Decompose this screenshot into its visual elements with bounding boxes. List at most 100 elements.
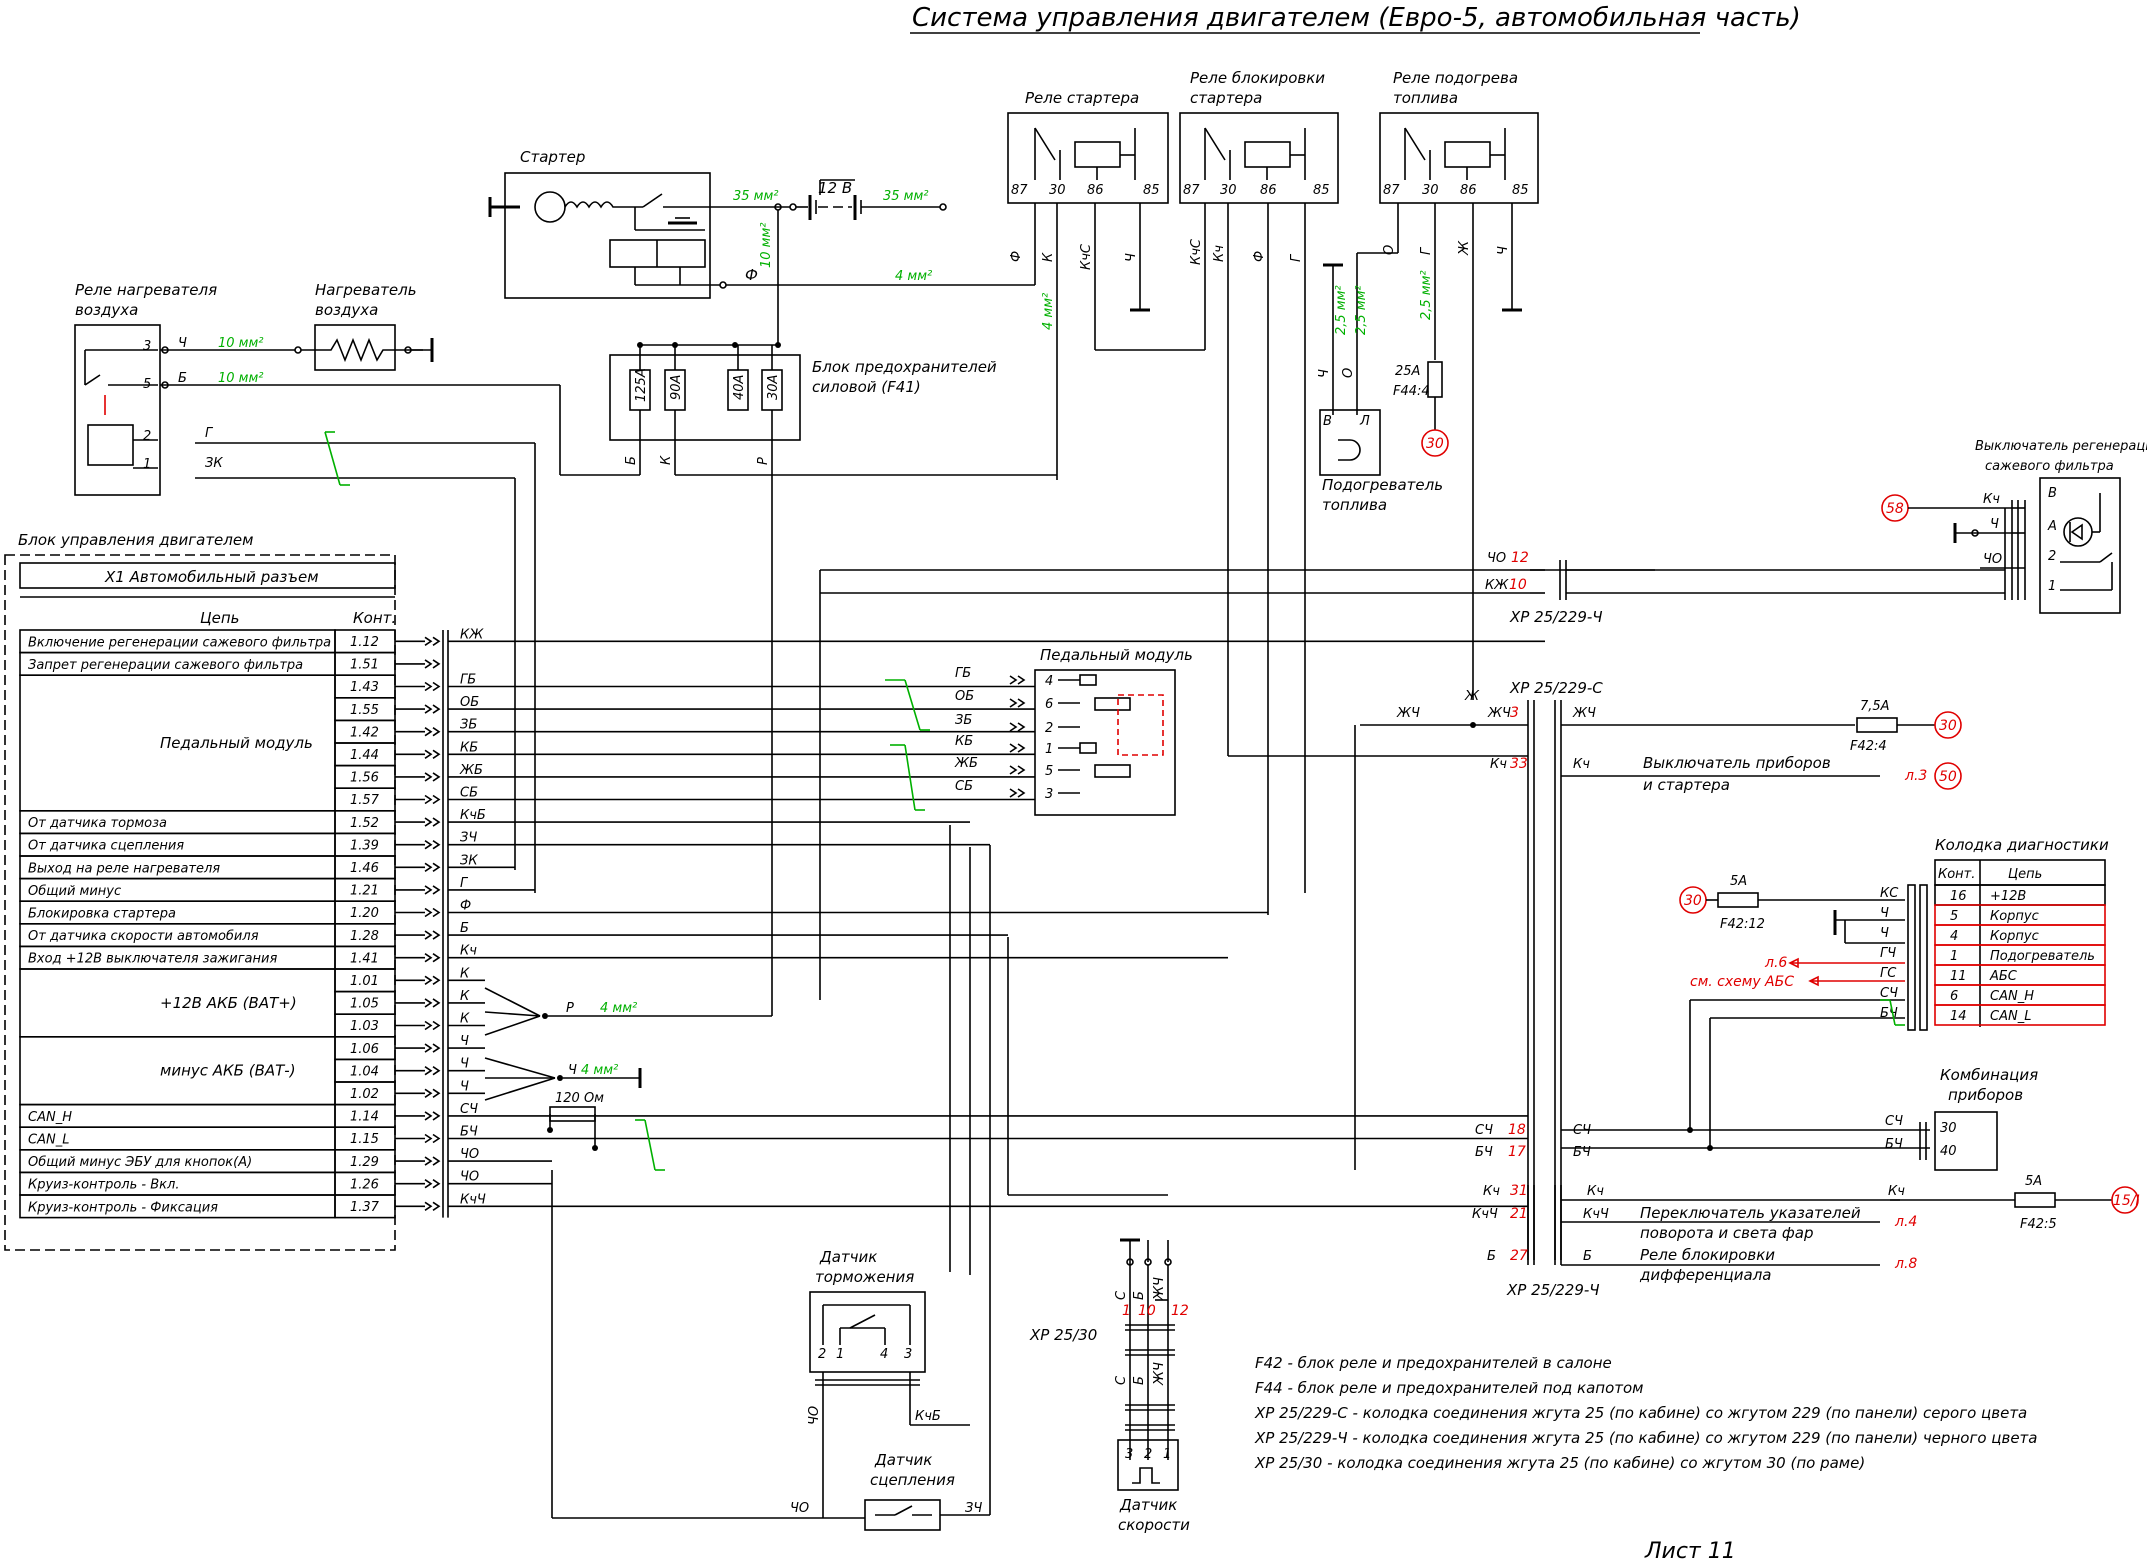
ecu-pin: 1.46 <box>350 861 379 876</box>
fuel-heater-fuse: 25А <box>1395 364 1420 379</box>
ecu-pin: 1.06 <box>350 1042 379 1057</box>
fuse-wire-b: Б <box>624 456 639 465</box>
starter-title: Стартер <box>520 148 585 166</box>
fuel-heater-relay: Реле подогрева топлива 87 30 86 85 О Г Ж… <box>1356 69 1539 700</box>
ecu-wire-color: СЧ <box>460 1102 478 1117</box>
connector-xp-black-top: ЧО 12 КЖ 10 ХР 25/229-Ч <box>820 550 2005 626</box>
pedal-wire: ЗБ <box>955 713 972 728</box>
ecu-wire-color: ОБ <box>460 695 479 710</box>
diag-wire: ГС <box>1880 966 1897 981</box>
ecu-circuit-label: От датчика сцепления <box>28 839 184 854</box>
starter-lock-relay-pin-87: 87 <box>1183 183 1200 198</box>
ecu-pin: 1.12 <box>350 635 379 650</box>
fuel-relay-wire-2: Г <box>1419 246 1434 255</box>
ecu-circuit-label: Включение регенерации сажевого фильтра <box>28 635 331 650</box>
ecu-pin: 1.26 <box>350 1177 379 1192</box>
cluster-title-2: приборов <box>1948 1086 2023 1104</box>
diag-wire: КС <box>1880 886 1899 901</box>
starter-relay-wire-2: К <box>1041 252 1056 262</box>
diag-circuit: Корпус <box>1990 929 2039 944</box>
fuse-wire-r: Р <box>756 457 771 465</box>
battery-voltage: 12 В <box>818 179 852 197</box>
ecu-circuit-label: Круиз-контроль - Вкл. <box>28 1178 179 1193</box>
speed-pin-12: 12 <box>1171 1303 1189 1319</box>
xpbt-wire-2: КЖ <box>1485 578 1509 593</box>
air-relay-wire-zk: ЗК <box>205 456 223 471</box>
brake-sensor: Датчик торможения 2 1 4 3 ЧО КчБ <box>807 1248 970 1518</box>
ecu-pin: 1.28 <box>350 929 379 944</box>
brake-wire-kchb: КчБ <box>915 1409 941 1424</box>
fuse-block-title-2: силовой (F41) <box>812 378 921 396</box>
xpbt-pin-2: 10 <box>1509 577 1527 593</box>
diag-pin: 1 <box>1950 949 1958 964</box>
heater-coil-icon <box>301 337 423 363</box>
starter-lock-relay-wire-4: Г <box>1289 253 1304 262</box>
xpbb-sheet-3: л.8 <box>1894 1256 1917 1272</box>
xpbb-fuse-id: F42:5 <box>2020 1217 2057 1232</box>
ecu-pin: 1.51 <box>350 658 379 673</box>
diag-wire: Ч <box>1880 926 1889 941</box>
brake-title-2: торможения <box>815 1268 914 1286</box>
pedal-pin: 3 <box>1045 787 1053 802</box>
diag-col-circuit: Цепь <box>2008 867 2042 882</box>
starter-relay-cable: 4 мм² <box>1041 293 1056 330</box>
ecu-wire-color: КчЧ <box>460 1192 486 1207</box>
cluster-wire-sch: СЧ <box>1885 1114 1903 1129</box>
instrument-cluster: Комбинация приборов 30 40 СЧ БЧ <box>1885 1066 2038 1171</box>
legend-line-2: F44 - блок реле и предохранителей под ка… <box>1255 1379 1644 1397</box>
air-heater-relay: Реле нагревателя воздуха 3 5 2 1 Ч Б 10 … <box>74 281 561 893</box>
ecu-circuit-label: Блокировка стартера <box>28 907 176 922</box>
speed-pin-10: 10 <box>1138 1303 1156 1319</box>
xpbb-dest-2b: поворота и света фар <box>1640 1224 1813 1242</box>
diag-circuit: АБС <box>1989 969 2018 984</box>
ecu-pin: 1.39 <box>350 838 379 853</box>
ecu-pin: 1.04 <box>350 1064 379 1079</box>
brake-pin-3: 3 <box>904 1347 912 1362</box>
fuel-heater-title-2: топлива <box>1322 496 1387 514</box>
speed-title-2: скорости <box>1118 1516 1190 1534</box>
xpg-fuse-id: F42:4 <box>1850 739 1887 754</box>
pulse-icon <box>1132 1467 1160 1484</box>
ecu-pin: 1.55 <box>350 703 379 718</box>
brake-pin-1: 1 <box>836 1347 844 1362</box>
fuse-40a: 40А <box>732 375 747 400</box>
ecu-pin: 1.42 <box>350 725 379 740</box>
ecu-pin: 1.20 <box>350 906 379 921</box>
clutch-title-1: Датчик <box>874 1451 932 1469</box>
diag-wire: СЧ <box>1880 986 1898 1001</box>
fuel-heater-ref: 30 <box>1426 436 1444 452</box>
ecu-block: Блок управления двигателем X1 Автомобиль… <box>4 531 396 1251</box>
brake-title-1: Датчик <box>819 1248 877 1266</box>
xpg-label: ХР 25/229-С <box>1509 679 1603 697</box>
dpf-lamp-icon <box>2063 517 2093 547</box>
ref-marker-30 <box>1421 429 1449 457</box>
fuse-block-title-1: Блок предохранителей <box>812 358 997 376</box>
air-relay-cable-1: 10 мм² <box>218 336 264 351</box>
fuel-relay-wire-3: Ж <box>1457 240 1472 256</box>
air-heater-title-1: Нагреватель <box>315 281 417 299</box>
xpg-kch-dest-1: Выключатель приборов <box>1643 754 1831 772</box>
air-relay-pin-3: 3 <box>143 339 151 354</box>
pedal-wire: ГБ <box>955 666 971 681</box>
speed-wire-zhch: ЖЧ <box>1152 1277 1167 1301</box>
diag-fuse: 5А <box>1730 874 1747 889</box>
speed-sensor-pin-2: 2 <box>1144 1447 1152 1462</box>
air-relay-wire-g: Г <box>205 426 214 441</box>
starter-lock-relay-pin-30: 30 <box>1220 183 1237 198</box>
speed-sensor-pin-3: 3 <box>1125 1447 1133 1462</box>
ecu-wire-color: ЧО <box>460 1147 479 1162</box>
diag-title: Колодка диагностики <box>1935 836 2109 854</box>
ecu-wire-color: Ч <box>460 1079 469 1094</box>
ecu-pin: 1.01 <box>350 974 379 989</box>
diag-abs-ref: см. схему АБС <box>1690 974 1794 990</box>
ecu-circuit-label: Вход +12В выключателя зажигания <box>28 952 277 967</box>
starter-lock-relay-wire-2: Кч <box>1212 245 1227 262</box>
pedal-wire: КБ <box>955 734 973 749</box>
clutch-title-2: сцепления <box>870 1471 955 1489</box>
pedal-wire: ЖБ <box>954 756 978 771</box>
fuel-heater-wire-o: О <box>1341 368 1356 378</box>
xpbt-label: ХР 25/229-Ч <box>1509 608 1603 626</box>
fuel-heater-cable-1: 2,5 мм² <box>1334 285 1349 335</box>
